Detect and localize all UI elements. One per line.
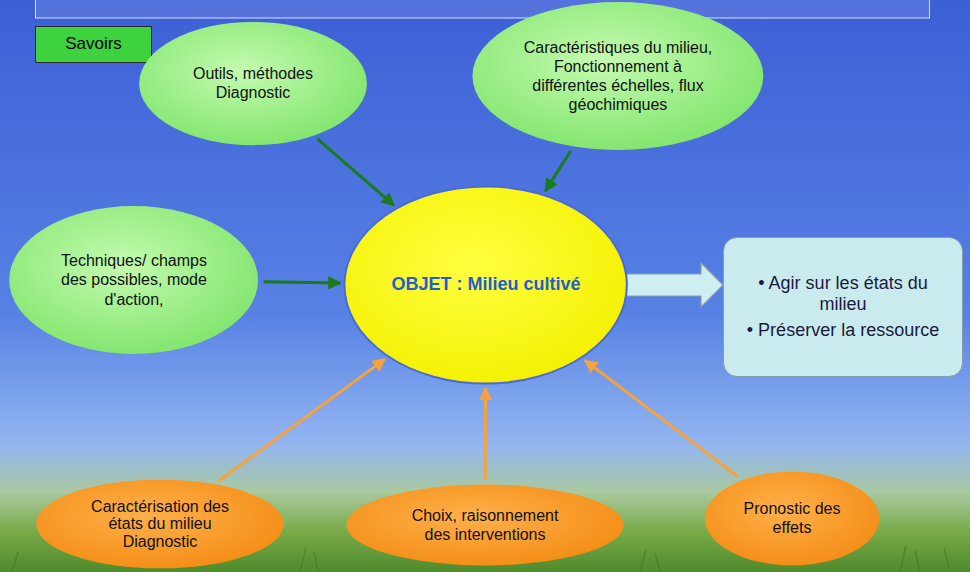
ellipse-fill — [473, 2, 764, 150]
knowledge-ellipse: Techniques/ champs des possibles, mode d… — [8, 205, 259, 355]
text-group: OBJET : Milieu cultivé — [391, 274, 580, 296]
arrow-connector — [484, 388, 487, 480]
section-tag: Savoirs — [35, 26, 152, 62]
ellipse-fill — [346, 485, 623, 566]
node-text: Techniques/ champs des possibles, mode d… — [51, 251, 216, 309]
node-text: Caractéristiques du milieu, Fonctionneme… — [520, 38, 715, 115]
ellipse-fill — [10, 206, 259, 354]
node-text: Choix, raisonnement des interventions — [398, 506, 573, 544]
arrow-connector — [264, 282, 341, 283]
arrow-connector — [545, 151, 571, 191]
text-group: • Agir sur les états du milieu • Préserve… — [741, 273, 946, 342]
node-text: • Agir sur les états du milieu — [741, 273, 946, 316]
arrow-connector — [585, 360, 738, 476]
central-ellipse: OBJET : Milieu cultivé — [343, 185, 628, 385]
ellipse-outline — [704, 471, 880, 566]
skill-ellipse: Pronostic des effets — [704, 471, 880, 566]
node-text: • Préserver la ressource — [741, 320, 946, 342]
skill-ellipse: Caractérisation des états du milieu Diag… — [35, 479, 285, 569]
ellipse-fill — [139, 21, 367, 144]
text-group: Savoirs — [65, 34, 122, 54]
knowledge-ellipse: Caractéristiques du milieu, Fonctionneme… — [471, 1, 765, 151]
text-group: Pronostic des effets — [737, 499, 847, 537]
text-group: Caractéristiques du milieu, Fonctionneme… — [520, 38, 715, 115]
node-text: OBJET : Milieu cultivé — [391, 274, 580, 296]
knowledge-ellipse: Outils, méthodes Diagnostic — [138, 21, 368, 146]
arrow-connector — [218, 359, 385, 481]
ellipse-outline — [138, 21, 368, 146]
node-text: Pronostic des effets — [737, 499, 847, 537]
text-group: Choix, raisonnement des interventions — [398, 506, 573, 544]
node-text: Outils, méthodes Diagnostic — [178, 64, 328, 102]
arrow-connector — [317, 139, 394, 206]
goal-box: • Agir sur les états du milieu • Préserve… — [723, 237, 963, 377]
text-group: Techniques/ champs des possibles, mode d… — [51, 251, 216, 309]
ellipse-outline — [471, 1, 765, 151]
ellipse-fill — [345, 186, 627, 383]
node-text: Caractérisation des états du milieu Diag… — [85, 498, 235, 551]
skill-ellipse: Choix, raisonnement des interventions — [345, 484, 625, 566]
block-arrow — [627, 263, 723, 307]
ellipse-fill — [705, 471, 879, 565]
ellipse-fill — [36, 480, 284, 569]
node-text: Savoirs — [65, 34, 122, 54]
text-group: Outils, méthodes Diagnostic — [178, 64, 328, 102]
title-frame — [36, 0, 930, 18]
text-group: Caractérisation des états du milieu Diag… — [85, 498, 235, 551]
ellipse-outline — [345, 484, 625, 566]
